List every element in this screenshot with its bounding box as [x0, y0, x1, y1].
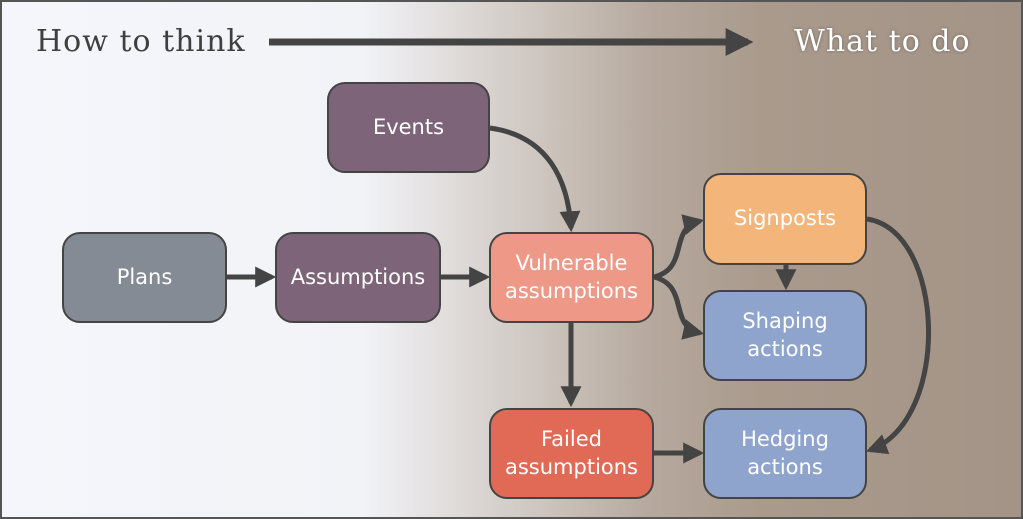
arrow-vulnerable-to-shaping — [653, 274, 705, 340]
events-node[interactable]: Events — [327, 82, 490, 173]
signposts-node[interactable]: Signposts — [703, 173, 867, 265]
what-to-do-heading: What to do — [794, 24, 971, 59]
assumptions-node[interactable]: Assumptions — [275, 232, 441, 323]
arrow-vulnerable-to-signposts — [653, 214, 705, 280]
how-to-think-heading: How to think — [36, 24, 246, 59]
hedging-actions-node[interactable]: Hedging actions — [703, 408, 867, 499]
arrow-events-to-vulnerable — [489, 125, 581, 233]
plans-node[interactable]: Plans — [62, 232, 227, 323]
shaping-actions-node[interactable]: Shaping actions — [703, 290, 867, 381]
arrow-signposts-to-hedging — [866, 216, 932, 455]
failed-assumptions-node[interactable]: Failed assumptions — [489, 408, 654, 499]
vulnerable-assumptions-node[interactable]: Vulnerable assumptions — [489, 232, 654, 323]
